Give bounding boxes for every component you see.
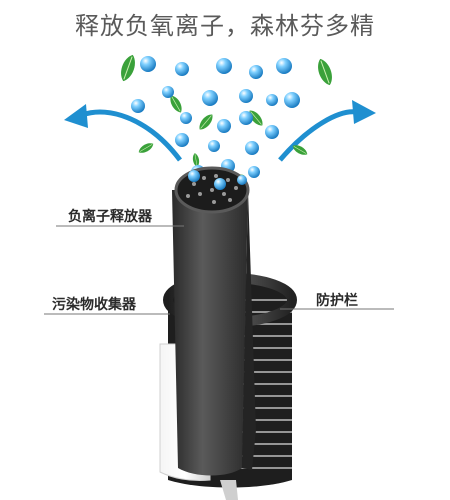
ion-bubble-icon — [249, 65, 263, 79]
airflow-arrow-icon — [64, 104, 182, 162]
leaf-icon — [314, 56, 336, 88]
ion-bubble-icon — [131, 99, 145, 113]
label-ion-emitter: 负离子释放器 — [68, 209, 152, 225]
ion-bubble-icon — [265, 125, 279, 139]
ion-bubble-icon — [217, 119, 231, 133]
ion-bubble-icon — [239, 111, 253, 125]
leaf-icon — [117, 52, 139, 84]
ion-bubble-icon — [245, 141, 259, 155]
ion-bubble-icon — [276, 58, 292, 74]
ion-bubble-icon — [140, 56, 156, 72]
ion-bubble-icon — [239, 89, 253, 103]
label-pollutant-collector: 污染物收集器 — [52, 297, 136, 313]
label-guard-rail: 防护栏 — [316, 293, 358, 309]
ion-bubbles — [131, 56, 300, 179]
ion-bubble-icon — [284, 92, 300, 108]
ion-emitter-tower — [172, 166, 256, 476]
leaf-icon — [196, 111, 216, 133]
ion-bubble-icon — [266, 94, 278, 106]
ion-bubble-icon — [188, 170, 200, 182]
headline: 释放负氧离子，森林芬多精 — [75, 12, 375, 40]
ion-bubble-icon — [175, 133, 189, 147]
ion-bubble-icon — [162, 86, 174, 98]
leaf-icon — [136, 140, 156, 156]
ion-bubble-icon — [180, 112, 192, 124]
ion-bubble-icon — [248, 166, 260, 178]
airflow-arrow-icon — [278, 100, 376, 162]
ion-bubble-icon — [216, 58, 232, 74]
ion-bubble-icon — [214, 178, 226, 190]
ion-bubble-icon — [202, 90, 218, 106]
ion-bubble-icon — [175, 62, 189, 76]
ion-bubble-icon — [208, 140, 220, 152]
ion-bubble-icon — [237, 175, 247, 185]
